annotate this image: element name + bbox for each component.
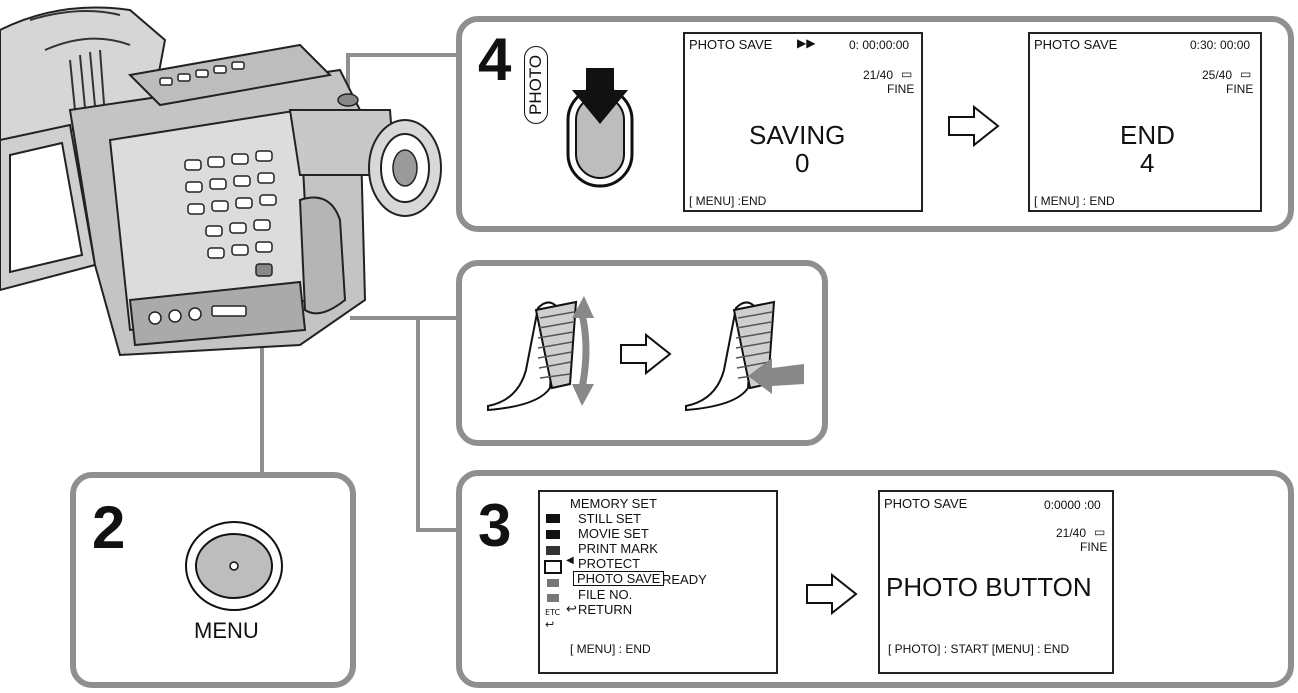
arrow-right-icon [620, 332, 672, 376]
menu-item-print-mark: PRINT MARK [578, 541, 658, 556]
screen-footer: [ PHOTO] : START [MENU] : END [888, 642, 1070, 656]
menu-item-file-no: FILE NO. [578, 587, 633, 602]
screen-value: 0 [795, 148, 810, 178]
menu-item-protect: PROTECT [578, 556, 641, 571]
svg-text:↩: ↩ [545, 618, 554, 630]
screen-footer: [ MENU] :END [689, 194, 767, 208]
menu-heading: MEMORY SET [570, 496, 657, 511]
step4-saving-screen: PHOTO SAVE ▶▶ 0: 00:00:00 21/40 ▭ FINE S… [683, 32, 923, 212]
step-3-number: 3 [478, 492, 512, 559]
dial-turn-icon [487, 296, 594, 412]
screen-quality: FINE [887, 82, 915, 96]
screen-status: SAVING [749, 120, 846, 150]
memory-card-icon: ▭ [1240, 67, 1252, 81]
menu-category-icons: ETC ↩ [544, 514, 562, 630]
return-icon: ↩ [566, 601, 577, 616]
fast-forward-icon: ▶▶ [797, 36, 816, 50]
step4-end-screen: PHOTO SAVE 0:30: 00:00 25/40 ▭ FINE END … [1028, 32, 1262, 212]
arrow-right-icon [806, 572, 858, 616]
memory-card-icon: ▭ [901, 67, 913, 81]
screen-time: 0:0000 :00 [1044, 498, 1101, 512]
arrow-right-icon [948, 104, 1000, 148]
svg-text:ETC: ETC [545, 608, 560, 617]
screen-footer: [ MENU] : END [1034, 194, 1115, 208]
camcorder-illustration [0, 6, 442, 357]
screen-quality: FINE [1226, 82, 1254, 96]
screen-quality: FINE [1080, 540, 1108, 554]
photo-save-ready-screen: PHOTO SAVE 0:0000 :00 21/40 ▭ FINE PHOTO… [878, 490, 1114, 674]
menu-item-still-set: STILL SET [578, 511, 642, 526]
screen-title: PHOTO SAVE [1034, 37, 1118, 52]
screen-count: 25/40 [1202, 68, 1233, 82]
screen-time: 0:30: 00:00 [1190, 38, 1251, 52]
menu-button-icon [185, 521, 283, 611]
menu-item-ready: READY [662, 572, 707, 587]
screen-status: END [1120, 120, 1175, 150]
screen-status: PHOTO BUTTON [886, 572, 1092, 602]
screen-count: 21/40 [1056, 526, 1087, 540]
menu-footer: [ MENU] : END [570, 642, 651, 656]
menu-item-photo-save: PHOTO SAVE [573, 571, 665, 586]
memory-card-icon: ▭ [1094, 525, 1106, 539]
menu-button-label: MENU [194, 618, 259, 643]
menu-item-return: RETURN [578, 602, 633, 617]
screen-title: PHOTO SAVE [884, 496, 968, 511]
photo-button-icon [566, 68, 634, 188]
pointer-icon: ◀ [566, 555, 574, 566]
step-2-number: 2 [92, 494, 126, 561]
dial-press-icon [685, 300, 804, 412]
screen-title: PHOTO SAVE [689, 37, 773, 52]
memory-set-menu-screen: MEMORY SET STILL SET MOVIE SET PRINT MAR… [538, 490, 778, 674]
screen-time: 0: 00:00:00 [849, 38, 910, 52]
step-4-number: 4 [478, 26, 512, 93]
screen-value: 4 [1140, 148, 1155, 178]
photo-label: PHOTO [524, 45, 548, 124]
menu-item-movie-set: MOVIE SET [578, 526, 649, 541]
screen-count: 21/40 [863, 68, 894, 82]
